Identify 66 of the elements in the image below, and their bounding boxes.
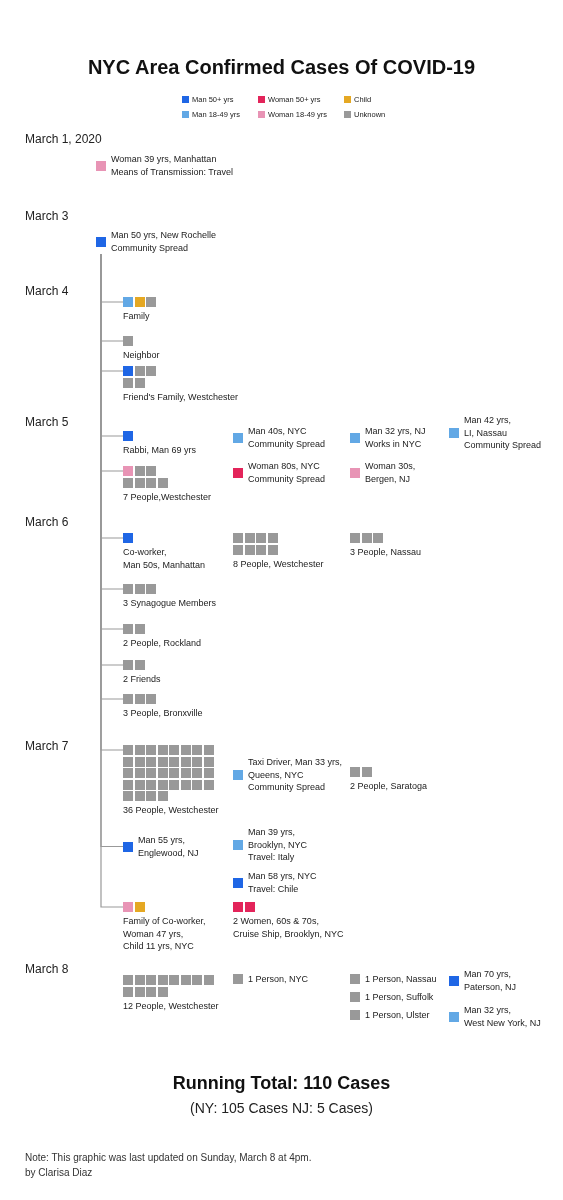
case-label: Man 42 yrs,: [464, 414, 513, 427]
case-label: 2 Women, 60s & 70s,: [233, 915, 320, 928]
case-label: 1 Person, Nassau: [365, 973, 437, 986]
case-label: Man 32 yrs, NJ: [365, 425, 426, 438]
total-heading: Running Total: 110 Cases: [171, 1072, 392, 1095]
case-label: 3 People, Nassau: [350, 546, 422, 559]
case-label: Woman 39 yrs, Manhattan: [111, 153, 218, 166]
date-label: March 4: [25, 283, 69, 300]
case-label: 2 People, Saratoga: [350, 780, 428, 793]
case-label: Paterson, NJ: [464, 980, 517, 993]
case-label: Cruise Ship, Brooklyn, NYC: [233, 927, 344, 940]
case-label: Man 50 yrs, New Rochelle: [111, 229, 217, 242]
case-label: Community Spread: [248, 437, 326, 450]
case-label: Co-worker,: [123, 546, 168, 559]
case-label: Taxi Driver, Man 33 yrs,: [248, 756, 343, 769]
date-label: March 5: [25, 414, 69, 431]
date-label: March 6: [25, 514, 69, 531]
case-label: Englewood, NJ: [138, 846, 199, 859]
case-label: 1 Person, Suffolk: [365, 991, 434, 1004]
case-label: LI, Nassau: [464, 426, 509, 439]
case-label: Means of Transmission: Travel: [111, 165, 234, 178]
case-label: Travel: Italy: [248, 851, 296, 864]
case-label: 7 People,Westchester: [123, 490, 211, 503]
case-label: Man 58 yrs, NYC: [248, 870, 317, 883]
case-label: 1 Person, NYC: [248, 973, 309, 986]
case-label: Brooklyn, NYC: [248, 838, 308, 851]
case-label: Man 70 yrs,: [464, 968, 513, 981]
case-label: Friend's Family, Westchester: [123, 390, 238, 403]
case-label: Man 50s, Manhattan: [123, 558, 206, 571]
case-label: Community Spread: [111, 241, 190, 254]
case-label: 2 People, Rockland: [123, 637, 202, 650]
case-label: Family: [123, 310, 151, 323]
case-label: Rabbi, Man 69 yrs: [123, 444, 197, 457]
case-label: Woman 80s, NYC: [248, 460, 321, 473]
case-label: 8 People, Westchester: [233, 557, 324, 570]
footnote: Note: This graphic was last updated on Sunday, March 8 at 4pm.: [25, 1151, 312, 1165]
total-breakdown: (NY: 105 Cases NJ: 5 Cases): [189, 1099, 374, 1118]
case-label: Man 32 yrs,: [464, 1004, 513, 1017]
case-label: Family of Co-worker,: [123, 915, 206, 928]
case-label: Child 11 yrs, NYC: [123, 940, 195, 953]
case-label: 3 Synagogue Members: [123, 597, 217, 610]
date-label: March 1, 2020: [25, 131, 102, 148]
case-label: Community Spread: [464, 439, 542, 452]
title: NYC Area Confirmed Cases Of COVID-19: [86, 55, 477, 80]
case-label: 2 Friends: [123, 673, 161, 686]
case-label: Woman 30s,: [365, 460, 416, 473]
case-label: Woman 47 yrs,: [123, 927, 185, 940]
date-label: March 7: [25, 738, 69, 755]
case-label: Community Spread: [248, 472, 326, 485]
footnote: by Clarisa Diaz: [25, 1166, 93, 1180]
case-label: Bergen, NJ: [365, 472, 412, 485]
case-label: 12 People, Westchester: [123, 999, 219, 1012]
date-label: March 8: [25, 961, 69, 978]
case-label: Community Spread: [248, 781, 327, 794]
case-label: Man 40s, NYC: [248, 425, 308, 438]
case-label: 36 People, Westchester: [123, 804, 219, 817]
case-label: Man 39 yrs,: [248, 826, 297, 839]
case-label: Neighbor: [123, 349, 160, 362]
case-label: Works in NYC: [365, 437, 423, 450]
case-label: 3 People, Bronxville: [123, 707, 203, 720]
date-label: March 3: [25, 208, 69, 225]
case-label: Travel: Chile: [248, 882, 300, 895]
case-label: Man 55 yrs,: [138, 834, 187, 847]
case-label: 1 Person, Ulster: [365, 1009, 430, 1022]
case-label: West New York, NJ: [464, 1016, 541, 1029]
case-label: Queens, NYC: [248, 768, 305, 781]
